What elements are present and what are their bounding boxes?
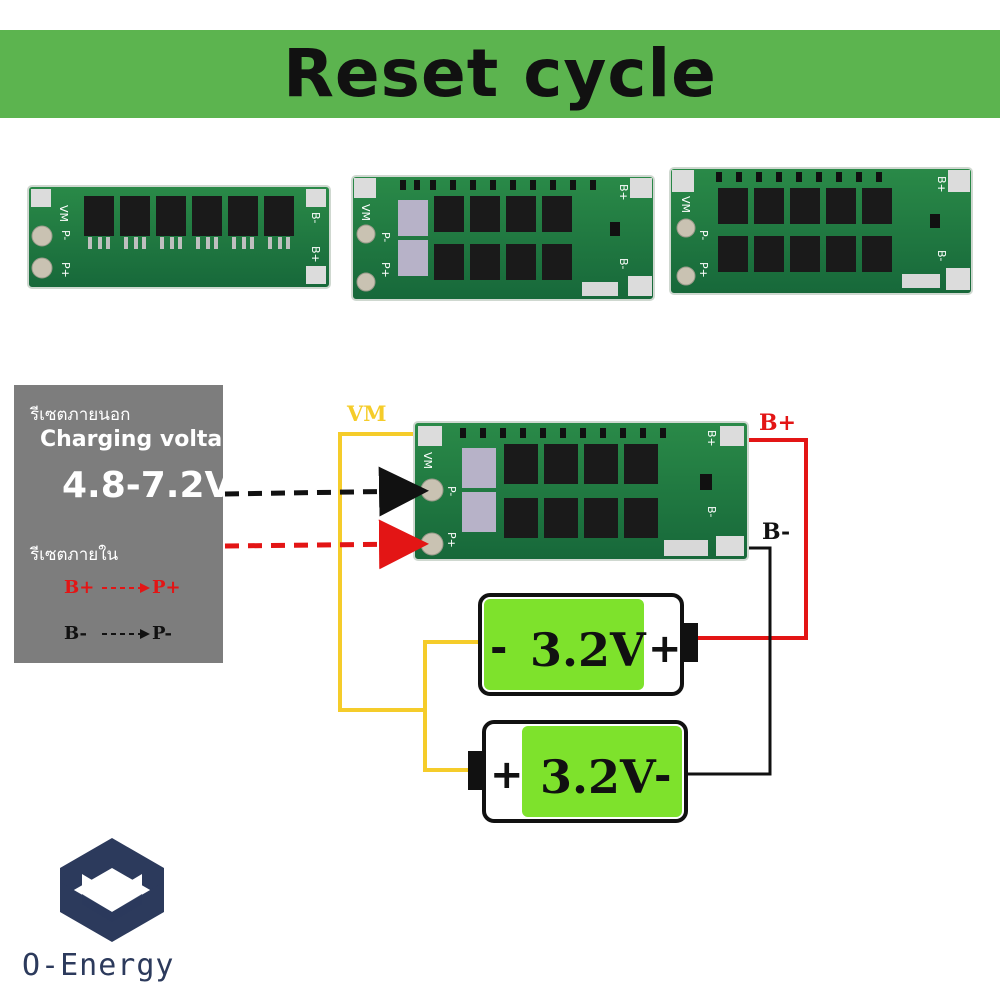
battery-2-right-sign: - bbox=[654, 751, 671, 800]
black-dashed-arrow bbox=[224, 466, 429, 517]
board-3-pminus-label: P- bbox=[697, 230, 710, 240]
diagram-pcb-board: VM P- P+ B+ B- bbox=[413, 421, 749, 561]
battery-2: + 3.2V - bbox=[468, 720, 688, 823]
brand-name: O-Energy bbox=[22, 948, 175, 983]
bplus-arrow-icon bbox=[102, 583, 150, 593]
board-3-vm-label: VM bbox=[679, 196, 692, 213]
diagram-board-vm-label: VM bbox=[421, 452, 434, 469]
pcb-board-3: P- P+ VM B+ B- bbox=[669, 167, 973, 295]
pcb-board-2: VM P- P+ B+ B- bbox=[351, 175, 655, 301]
red-dashed-arrow bbox=[224, 519, 429, 570]
bplus-wire bbox=[695, 438, 808, 640]
vm-wire-label: VM bbox=[346, 401, 387, 426]
diagram-board-bplus-label: B+ bbox=[705, 430, 718, 447]
board-2-pminus-label: P- bbox=[379, 232, 392, 242]
info-box: รีเซตภายนอก Charging voltage 4.8-7.2V รี… bbox=[14, 385, 253, 663]
external-reset-label: รีเซตภายนอก bbox=[30, 405, 131, 425]
board-3-bminus-label: B- bbox=[935, 250, 948, 262]
bminus-arrow-icon bbox=[102, 629, 150, 639]
battery-1-right-sign: + bbox=[648, 626, 682, 672]
battery-2-left-sign: + bbox=[490, 752, 524, 798]
board-2-vm-label: VM bbox=[359, 204, 372, 221]
board-3-pplus-label: P+ bbox=[697, 262, 710, 278]
internal-bplus: B+ bbox=[64, 577, 95, 598]
internal-bminus: B- bbox=[64, 623, 88, 644]
diagram-board-pplus-label: P+ bbox=[445, 532, 458, 548]
diagram-board-pminus-label: P- bbox=[445, 486, 458, 496]
charging-voltage-label: Charging voltage bbox=[40, 427, 253, 452]
battery-link-wire bbox=[423, 640, 482, 772]
diagram-board-bminus-label: B- bbox=[705, 506, 718, 518]
bplus-wire-label: B+ bbox=[759, 410, 796, 436]
board-1-bminus-label: B- bbox=[309, 212, 322, 224]
board-1-bplus-label: B+ bbox=[309, 246, 322, 263]
battery-2-voltage: 3.2V bbox=[540, 750, 657, 804]
page-title: Reset cycle bbox=[283, 35, 717, 112]
battery-1-left-sign: - bbox=[490, 623, 507, 672]
bminus-wire bbox=[686, 546, 772, 776]
board-2-bplus-label: B+ bbox=[617, 184, 630, 201]
board-2-bminus-label: B- bbox=[617, 258, 630, 270]
bminus-wire-label: B- bbox=[762, 519, 790, 545]
internal-pplus: P+ bbox=[152, 577, 181, 598]
board-3-bplus-label: B+ bbox=[935, 176, 948, 193]
internal-pminus: P- bbox=[152, 623, 173, 644]
battery-1-voltage: 3.2V bbox=[530, 623, 647, 677]
charging-voltage-range: 4.8-7.2V bbox=[62, 465, 233, 506]
board-1-pminus-label: P- bbox=[59, 230, 72, 240]
board-2-pplus-label: P+ bbox=[379, 262, 392, 278]
board-1-vm-label: VM bbox=[57, 205, 70, 222]
title-banner: Reset cycle bbox=[0, 30, 1000, 118]
o-energy-logo-icon bbox=[60, 838, 164, 942]
battery-1: - 3.2V + bbox=[478, 593, 698, 696]
vm-wire bbox=[338, 432, 430, 712]
internal-reset-label: รีเซตภายใน bbox=[30, 545, 119, 565]
board-1-pplus-label: P+ bbox=[59, 262, 72, 278]
pcb-board-1: VM P- P+ B- B+ bbox=[27, 185, 331, 289]
